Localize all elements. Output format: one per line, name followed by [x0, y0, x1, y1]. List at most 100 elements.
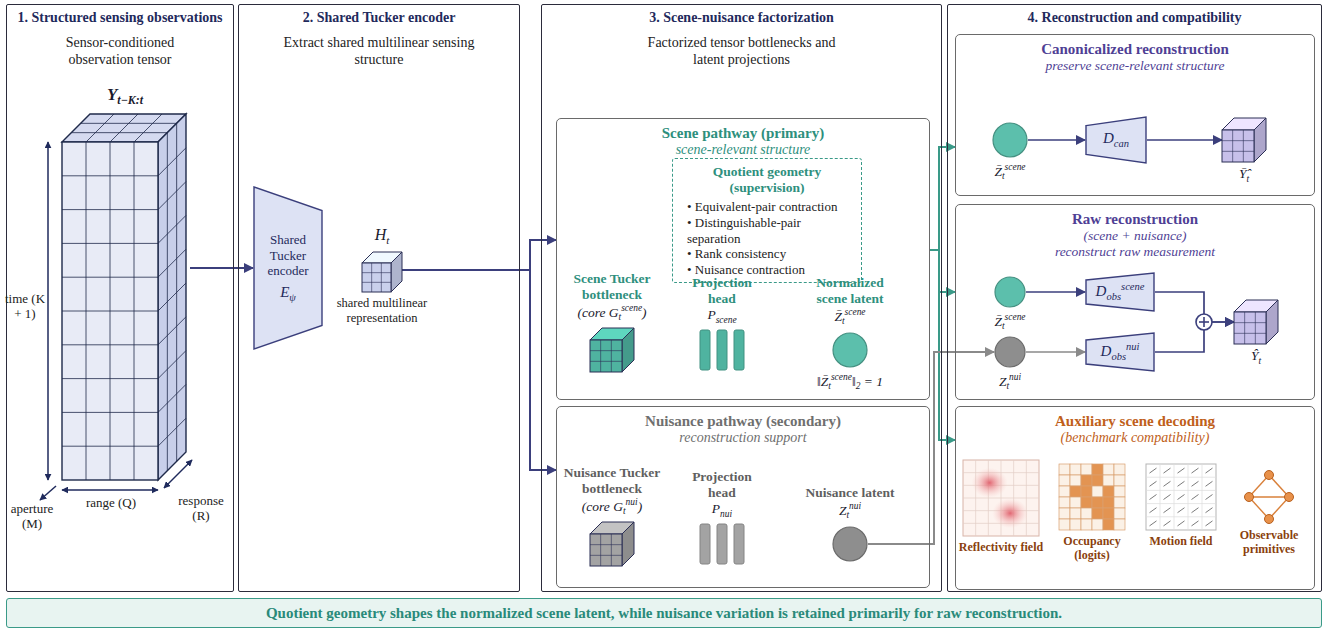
drawing-part — [1026, 460, 1027, 536]
stage-panel: Quotient geometry (supervision)• Equival… — [541, 4, 942, 592]
shape-label: Ztnui — [839, 501, 861, 522]
drawing-part — [1092, 508, 1103, 519]
panel-title: 4. Reconstruction and compatibility — [1028, 10, 1242, 27]
label-holder: Scene Tucker bottleneck(core Gtscene) — [560, 271, 664, 324]
text-segment: (core G — [577, 305, 618, 320]
drawing-part — [1086, 333, 1154, 371]
shape-label: Pnui — [712, 501, 732, 520]
drawing-part — [1070, 497, 1081, 508]
connector — [1028, 139, 1085, 141]
drawing-part — [1146, 477, 1216, 478]
label-holder: Nuisance latentZtnui — [805, 485, 895, 522]
drawing-part — [62, 446, 158, 447]
drawing-part — [963, 460, 1039, 536]
text-segment: scene — [1121, 281, 1144, 292]
drawing-part — [62, 209, 158, 210]
connector — [1155, 322, 1234, 352]
drawing-part — [590, 544, 622, 545]
motion-icon: Motion field — [1146, 464, 1216, 530]
drawing-part — [362, 252, 402, 292]
panel-title: 1. Structured sensing observations — [17, 10, 222, 27]
box-text: Raw reconstruction — [1072, 210, 1198, 228]
text-segment: ) — [638, 499, 643, 514]
text-segment: scene — [621, 303, 642, 313]
drawing-part — [110, 114, 138, 142]
text-segment: t — [1002, 171, 1005, 181]
drawing-part — [611, 534, 612, 566]
primitives-icon-outline — [1244, 470, 1294, 524]
label-holder: Shared Tucker encoderEψ — [259, 232, 317, 304]
drawing-part — [1081, 519, 1092, 530]
drawing-part — [1222, 130, 1254, 162]
drawing-part — [158, 249, 186, 277]
drawing-part — [158, 384, 186, 412]
drawing-part — [1103, 497, 1114, 508]
text-segment: obs — [1111, 351, 1126, 362]
drawing-part — [1059, 486, 1070, 497]
drawing-part — [1114, 497, 1125, 508]
drawing-part — [158, 114, 186, 480]
supervision-box: Quotient geometry (supervision)• Equival… — [672, 158, 862, 283]
box-text: Nuisance pathway (secondary) — [645, 412, 841, 430]
drawing-part — [62, 378, 158, 379]
drawing-part — [1070, 475, 1081, 486]
drawing-part — [1092, 475, 1103, 486]
drawing-part — [833, 333, 867, 367]
tucker-core-cube-outline — [590, 328, 634, 372]
observation-tensor: Yt−K:t — [60, 112, 190, 482]
text-segment: nui — [626, 497, 638, 507]
text-segment: scene — [845, 307, 866, 317]
drawing-part — [158, 418, 186, 446]
drawing-part — [992, 498, 1028, 528]
box-text: Auxiliary scene decoding — [1055, 412, 1215, 430]
drawing-part — [1092, 519, 1103, 530]
label-holder: Dobsscene — [1090, 281, 1150, 304]
connector — [1026, 351, 1085, 353]
projection-head: Projection headPnui — [700, 524, 744, 564]
shape-label: Projection head — [680, 275, 764, 307]
drawing-part — [1059, 497, 1070, 508]
text-segment: t — [1006, 381, 1009, 391]
drawing-part — [381, 263, 382, 292]
drawing-part — [1178, 508, 1185, 513]
text-segment: E — [280, 284, 289, 300]
shape-label: Dcan — [1103, 129, 1129, 151]
shape-label: Scene Tucker bottleneck — [560, 271, 664, 303]
label-holder: shared multilinear representation — [322, 296, 442, 326]
drawing-part — [1285, 493, 1294, 502]
drawing-part — [1206, 481, 1213, 486]
drawing-part — [1254, 118, 1266, 162]
label-holder: Ztnui — [980, 372, 1040, 393]
text-segment: scene — [1005, 312, 1026, 322]
box-text: Canonicalized reconstruction — [1041, 40, 1229, 58]
text-segment: scene — [831, 372, 852, 382]
reflectivity-icon-outline — [963, 460, 1039, 536]
drawing-part — [611, 340, 612, 372]
text-segment: t−K:t — [117, 94, 143, 108]
drawing-part — [1255, 312, 1256, 344]
text-segment: t — [846, 511, 849, 521]
drawing-part — [590, 340, 622, 372]
label-holder: Projection headPscene — [680, 275, 764, 326]
text-segment: t — [828, 381, 831, 391]
drawing-part — [1150, 495, 1157, 500]
label-holder: Reflectivity field — [958, 540, 1044, 554]
drawing-part — [1081, 475, 1092, 486]
latent-circle: Ztnui — [994, 336, 1026, 368]
text-segment: ψ — [289, 292, 296, 303]
label-holder: Normalized scene latentZ̄tscene — [800, 275, 900, 328]
drawing-part — [1081, 464, 1092, 475]
drawing-part — [62, 114, 186, 480]
drawing-part — [1150, 508, 1157, 513]
latent-circle: Z̄tscene — [992, 122, 1028, 158]
text-segment: 2 — [856, 381, 861, 391]
label-holder: Z̄tscene — [975, 312, 1045, 333]
shape-label: Z̄tscene — [994, 162, 1025, 183]
occupancy-icon-outline — [1059, 464, 1125, 530]
drawing-part — [371, 263, 372, 292]
box-text: Quotient geometry (supervision) — [679, 164, 855, 196]
drawing-part — [1164, 521, 1171, 526]
observation-tensor-outline — [60, 112, 190, 482]
